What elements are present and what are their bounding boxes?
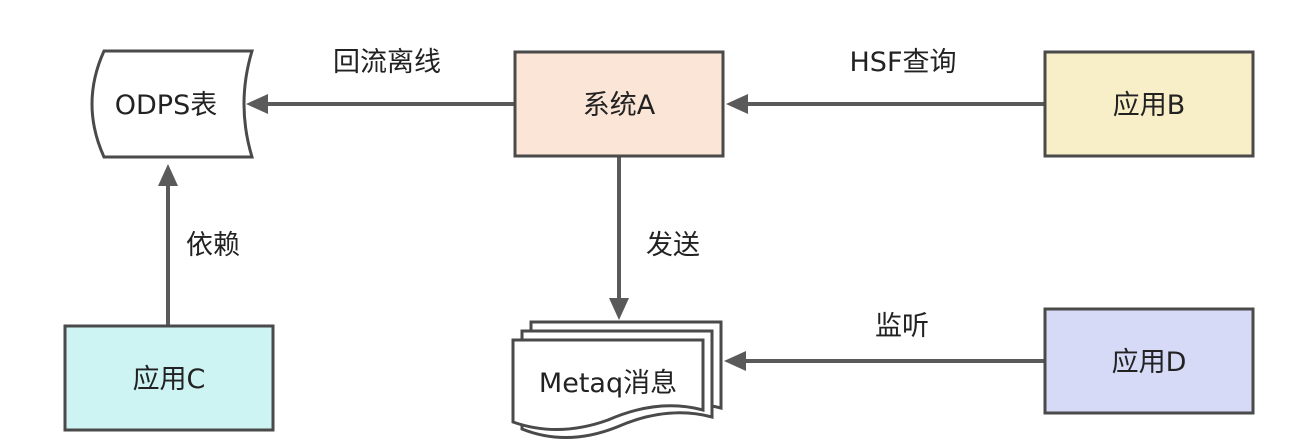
edge-system-a-to-metaq: 发送 [609,157,700,320]
node-label-metaq: Metaq消息 [539,368,677,399]
node-box [513,50,725,158]
edge-label-依赖: 依赖 [186,230,240,261]
document-front [511,338,705,431]
arrowhead [726,94,748,114]
stored-data-shape [90,49,255,159]
edge-app-d-to-metaq: 监听 [724,311,1045,371]
node-odps-table: ODPS表 [90,49,255,159]
arrowhead [158,164,178,186]
edge-label-hsf查询: HSF查询 [850,47,957,78]
node-app-b: 应用B [1043,50,1255,158]
node-box [1043,50,1255,158]
arrowhead [246,94,268,114]
edge-label-回流离线: 回流离线 [333,47,441,78]
edge-label-监听: 监听 [875,311,929,342]
edge-app-c-to-odps: 依赖 [158,164,240,326]
node-label-odps-table: ODPS表 [115,90,217,121]
node-app-d: 应用D [1043,307,1255,415]
node-label-app-d: 应用D [1112,347,1187,378]
node-box [63,324,275,432]
edge-label-发送: 发送 [646,230,700,261]
node-label-system-a: 系统A [583,90,656,121]
arrowhead [724,351,746,371]
node-box [1043,307,1255,415]
arrowhead [609,298,629,320]
edge-system-a-to-odps: 回流离线 [246,47,515,114]
edge-app-b-to-system-a: HSF查询 [726,47,1045,114]
node-label-app-c: 应用C [133,364,206,395]
node-metaq: Metaq消息 [511,320,723,439]
node-label-app-b: 应用B [1113,90,1186,121]
node-system-a: 系统A [513,50,725,158]
node-app-c: 应用C [63,324,275,432]
